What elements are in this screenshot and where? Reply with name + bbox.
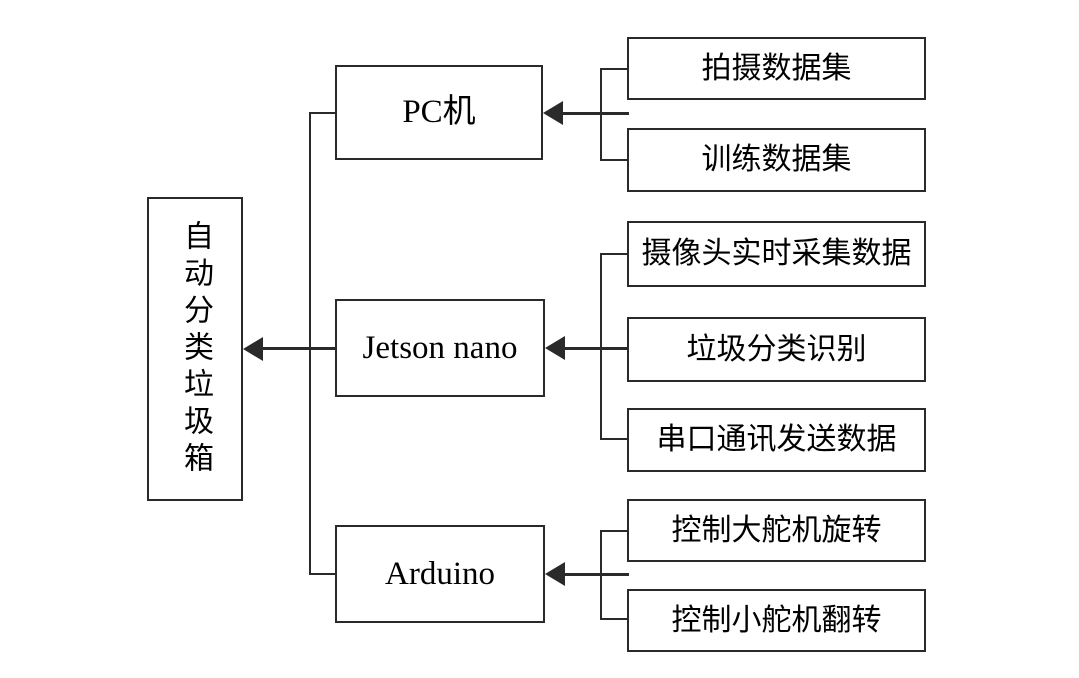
jetson-arrowhead-left-icon <box>545 336 565 360</box>
leaf-shoot-dataset-label: 拍摄数据集 <box>701 51 852 85</box>
connector-root-arrow-shaft <box>260 347 337 350</box>
node-pc-label: PC机 <box>402 94 476 130</box>
root-arrowhead-left-icon <box>243 337 263 361</box>
connector-left-trunk <box>309 112 311 575</box>
leaf-train-dataset-box: 训练数据集 <box>627 128 926 192</box>
node-arduino-label: Arduino <box>385 555 495 592</box>
connector-big-servo-stub <box>600 530 629 532</box>
connector-pc-arrow-shaft <box>561 112 629 115</box>
leaf-shoot-dataset-box: 拍摄数据集 <box>627 37 926 100</box>
connector-jetson-group-trunk <box>600 253 602 440</box>
connector-arduino-arrow-shaft <box>563 573 629 576</box>
node-arduino-box: Arduino <box>335 525 545 623</box>
connector-camera-data-stub <box>600 253 629 255</box>
connector-serial-send-stub <box>600 438 629 440</box>
leaf-garbage-classification-label: 垃圾分类识别 <box>686 332 867 366</box>
connector-train-dataset-stub <box>600 159 629 161</box>
connector-arduino-stub <box>309 573 337 575</box>
node-pc-box: PC机 <box>335 65 543 160</box>
leaf-small-servo-flip-box: 控制小舵机翻转 <box>627 589 926 652</box>
connector-small-servo-stub <box>600 618 629 620</box>
leaf-big-servo-rotate-box: 控制大舵机旋转 <box>627 499 926 562</box>
leaf-big-servo-rotate-label: 控制大舵机旋转 <box>671 513 882 547</box>
pc-arrowhead-left-icon <box>543 101 563 125</box>
node-root-box: 自动分类垃圾箱 <box>147 197 243 501</box>
leaf-garbage-classification-box: 垃圾分类识别 <box>627 317 926 382</box>
leaf-serial-send-data-box: 串口通讯发送数据 <box>627 408 926 472</box>
leaf-camera-realtime-data-label: 摄像头实时采集数据 <box>641 237 912 270</box>
leaf-small-servo-flip-label: 控制小舵机翻转 <box>671 603 882 637</box>
connector-pc-stub <box>309 112 337 114</box>
node-jetson-box: Jetson nano <box>335 299 545 397</box>
leaf-train-dataset-label: 训练数据集 <box>701 143 852 176</box>
node-root-label: 自动分类垃圾箱 <box>179 219 212 479</box>
connector-jetson-arrow-shaft <box>563 347 629 350</box>
leaf-serial-send-data-label: 串口通讯发送数据 <box>656 423 897 456</box>
connector-shoot-dataset-stub <box>600 68 629 70</box>
node-jetson-label: Jetson nano <box>362 329 518 366</box>
arduino-arrowhead-left-icon <box>545 562 565 586</box>
leaf-camera-realtime-data-box: 摄像头实时采集数据 <box>627 221 926 287</box>
